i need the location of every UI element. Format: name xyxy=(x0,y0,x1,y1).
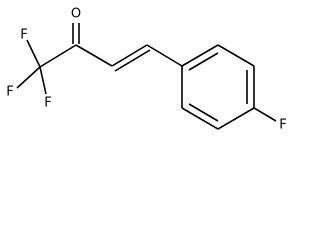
bond-c1-f-left xyxy=(16,66,41,89)
atom-f-left: F xyxy=(6,85,13,100)
ring-bond-4 xyxy=(217,107,255,130)
ring-inner-bond-1 xyxy=(188,52,219,71)
ring-bond-2 xyxy=(217,44,255,67)
bond-c3-c4-b xyxy=(114,49,151,72)
atom-f-top: F xyxy=(20,28,27,43)
bond-c4-ring xyxy=(146,44,183,67)
atom-f-para: F xyxy=(279,118,286,133)
bond-c2-c3 xyxy=(75,44,113,67)
ring-inner-bond-3 xyxy=(188,103,219,122)
atom-o-carbonyl: O xyxy=(71,7,81,22)
bond-c1-c2 xyxy=(39,44,77,68)
bond-c1-f-bottom xyxy=(39,66,47,95)
chemical-structure: F F F O F xyxy=(6,7,286,133)
bond-ring-f xyxy=(253,107,277,122)
bond-c1-f-top xyxy=(26,39,41,68)
atom-f-bottom: F xyxy=(44,96,51,111)
ring-bond-5 xyxy=(181,107,219,130)
ring-bond-1 xyxy=(181,44,219,67)
bond-c3-c4-a xyxy=(111,44,148,67)
